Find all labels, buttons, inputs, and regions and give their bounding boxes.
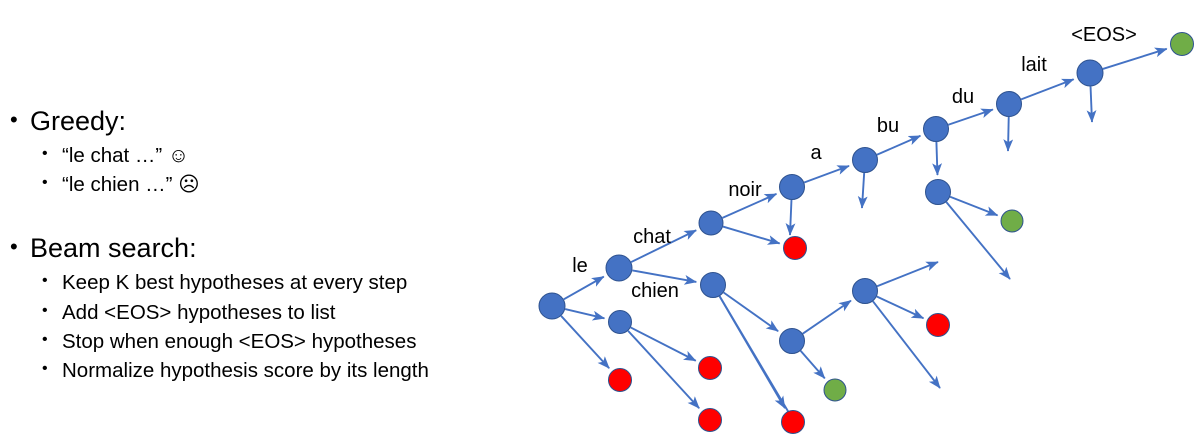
tree-edge-root-to-n3: [560, 315, 610, 369]
tree-edge-root-to-n2: [564, 308, 606, 321]
bullet-section-beam-search: • Beam search: • Keep K best hypotheses …: [0, 231, 520, 385]
tree-node-blue-chat[interactable]: [698, 210, 724, 236]
tree-stub-edge-6: [872, 300, 941, 389]
tree-edge-noir-to-a: [803, 165, 850, 184]
tree-node-blue-le[interactable]: [605, 254, 633, 282]
tree-edge-lait-to-eos: [1102, 47, 1168, 70]
list-item: • Keep K best hypotheses at every step: [30, 268, 520, 297]
tree-node-red-n3[interactable]: [608, 368, 632, 392]
sub-bullet-text: Stop when enough <EOS> hypotheses: [62, 329, 417, 353]
bullet-glyph: •: [42, 272, 48, 290]
list-item: • “le chien …” ☹: [30, 170, 520, 199]
bullet-glyph: •: [42, 359, 48, 377]
tree-edge-n16-to-n19: [949, 195, 999, 217]
tree-edge-label-a: a: [810, 142, 822, 164]
tree-node-blue-n16[interactable]: [925, 179, 951, 205]
tree-node-blue-root[interactable]: [538, 292, 566, 320]
sub-bullets-greedy: • “le chat …” ☺ • “le chien …” ☹: [30, 141, 520, 199]
tree-nodes: [538, 32, 1194, 434]
tree-edge-label-du: du: [952, 86, 974, 108]
bullet-list-region: • Greedy: • “le chat …” ☺ • “le chien …”…: [0, 104, 520, 387]
tree-edge-label-chien: chien: [631, 280, 679, 302]
tree-edge-label-lait: lait: [1021, 54, 1047, 76]
tree-stub-edge-7: [718, 295, 796, 424]
list-item: • “le chat …” ☺: [30, 141, 520, 170]
tree-edge-root-to-le: [563, 275, 605, 301]
bullet-glyph: •: [42, 174, 48, 192]
tree-node-blue-bu[interactable]: [923, 116, 949, 142]
list-item: • Add <EOS> hypotheses to list: [30, 298, 520, 327]
bullet-glyph: •: [42, 145, 48, 163]
section-heading-greedy: Greedy:: [30, 106, 127, 136]
section-heading-beam-search: Beam search:: [30, 233, 197, 264]
bullet-glyph: •: [42, 330, 48, 348]
tree-edge-a-to-bu: [876, 134, 922, 156]
tree-stub-edge-2: [1003, 116, 1014, 152]
sub-bullet-text: Keep K best hypotheses at every step: [62, 271, 408, 295]
tree-edge-bu-to-n16: [932, 141, 943, 176]
tree-edge-n10-to-n13: [802, 299, 852, 335]
tree-edge-le-to-chien: [632, 269, 698, 285]
tree-edge-label-noir: noir: [728, 179, 762, 201]
tree-node-red-n6[interactable]: [698, 356, 722, 380]
sub-bullet-text: Normalize hypothesis score by its length: [62, 358, 429, 382]
sub-bullet-text: “le chat …” ☺: [62, 144, 189, 168]
tree-edge-bu-to-du: [947, 108, 994, 126]
list-item: • Normalize hypothesis score by its leng…: [30, 356, 520, 385]
tree-node-green-n19[interactable]: [1000, 209, 1024, 233]
tree-node-green-n14[interactable]: [823, 378, 847, 402]
tree-edge-labels: le chat chien noir a bu du lait <EOS>: [572, 24, 1137, 302]
tree-stub-edge-3: [1086, 86, 1097, 123]
tree-edge-n2-to-n6: [630, 326, 697, 362]
tree-node-green-eos[interactable]: [1170, 32, 1194, 56]
tree-edge-label-le: le: [572, 255, 588, 277]
top-level-bullets: • Greedy: • “le chat …” ☺ • “le chien …”…: [0, 104, 520, 385]
sub-bullet-text: “le chien …” ☹: [62, 173, 200, 197]
tree-edge-label-chat: chat: [633, 226, 671, 248]
list-item: • Stop when enough <EOS> hypotheses: [30, 327, 520, 356]
tree-node-blue-n2[interactable]: [608, 310, 632, 334]
tree-edges: [560, 47, 1168, 424]
tree-stub-edge-4: [945, 201, 1011, 280]
tree-edge-chat-to-noir: [722, 193, 778, 219]
tree-node-red-n7[interactable]: [698, 408, 722, 432]
tree-edge-n2-to-n7: [627, 330, 700, 409]
tree-edge-du-to-lait: [1020, 78, 1075, 101]
sub-bullet-text: Add <EOS> hypotheses to list: [62, 300, 336, 324]
bullet-glyph: •: [42, 301, 48, 319]
tree-stub-edge-1: [857, 172, 868, 209]
bullet-glyph: •: [10, 234, 18, 260]
tree-node-red-n11[interactable]: [781, 410, 805, 434]
bullet-glyph: •: [10, 107, 18, 132]
tree-edge-chat-to-n9: [722, 225, 781, 245]
tree-node-blue-du[interactable]: [996, 91, 1022, 117]
tree-stub-edge-0: [785, 199, 796, 236]
tree-node-red-n17[interactable]: [926, 313, 950, 337]
tree-node-blue-noir[interactable]: [779, 174, 805, 200]
tree-edge-label-EOS: <EOS>: [1071, 24, 1137, 46]
tree-node-red-n9[interactable]: [783, 236, 807, 260]
tree-edge-n13-to-n17: [876, 295, 925, 320]
tree-edge-le-to-chat: [630, 229, 697, 263]
tree-node-blue-n10[interactable]: [779, 328, 805, 354]
tree-stub-edge-5: [876, 261, 939, 288]
tree-node-blue-a[interactable]: [852, 147, 878, 173]
tree-edge-chien-to-n10: [723, 291, 779, 332]
sub-bullets-beam-search: • Keep K best hypotheses at every step •…: [30, 268, 520, 384]
tree-edge-label-bu: bu: [877, 115, 899, 137]
bullet-section-greedy: • Greedy: • “le chat …” ☺ • “le chien …”…: [0, 104, 520, 199]
tree-node-blue-chien[interactable]: [700, 272, 726, 298]
tree-edge-n10-to-n14: [799, 350, 826, 379]
tree-node-blue-lait[interactable]: [1076, 59, 1104, 87]
tree-node-blue-n13[interactable]: [852, 278, 878, 304]
